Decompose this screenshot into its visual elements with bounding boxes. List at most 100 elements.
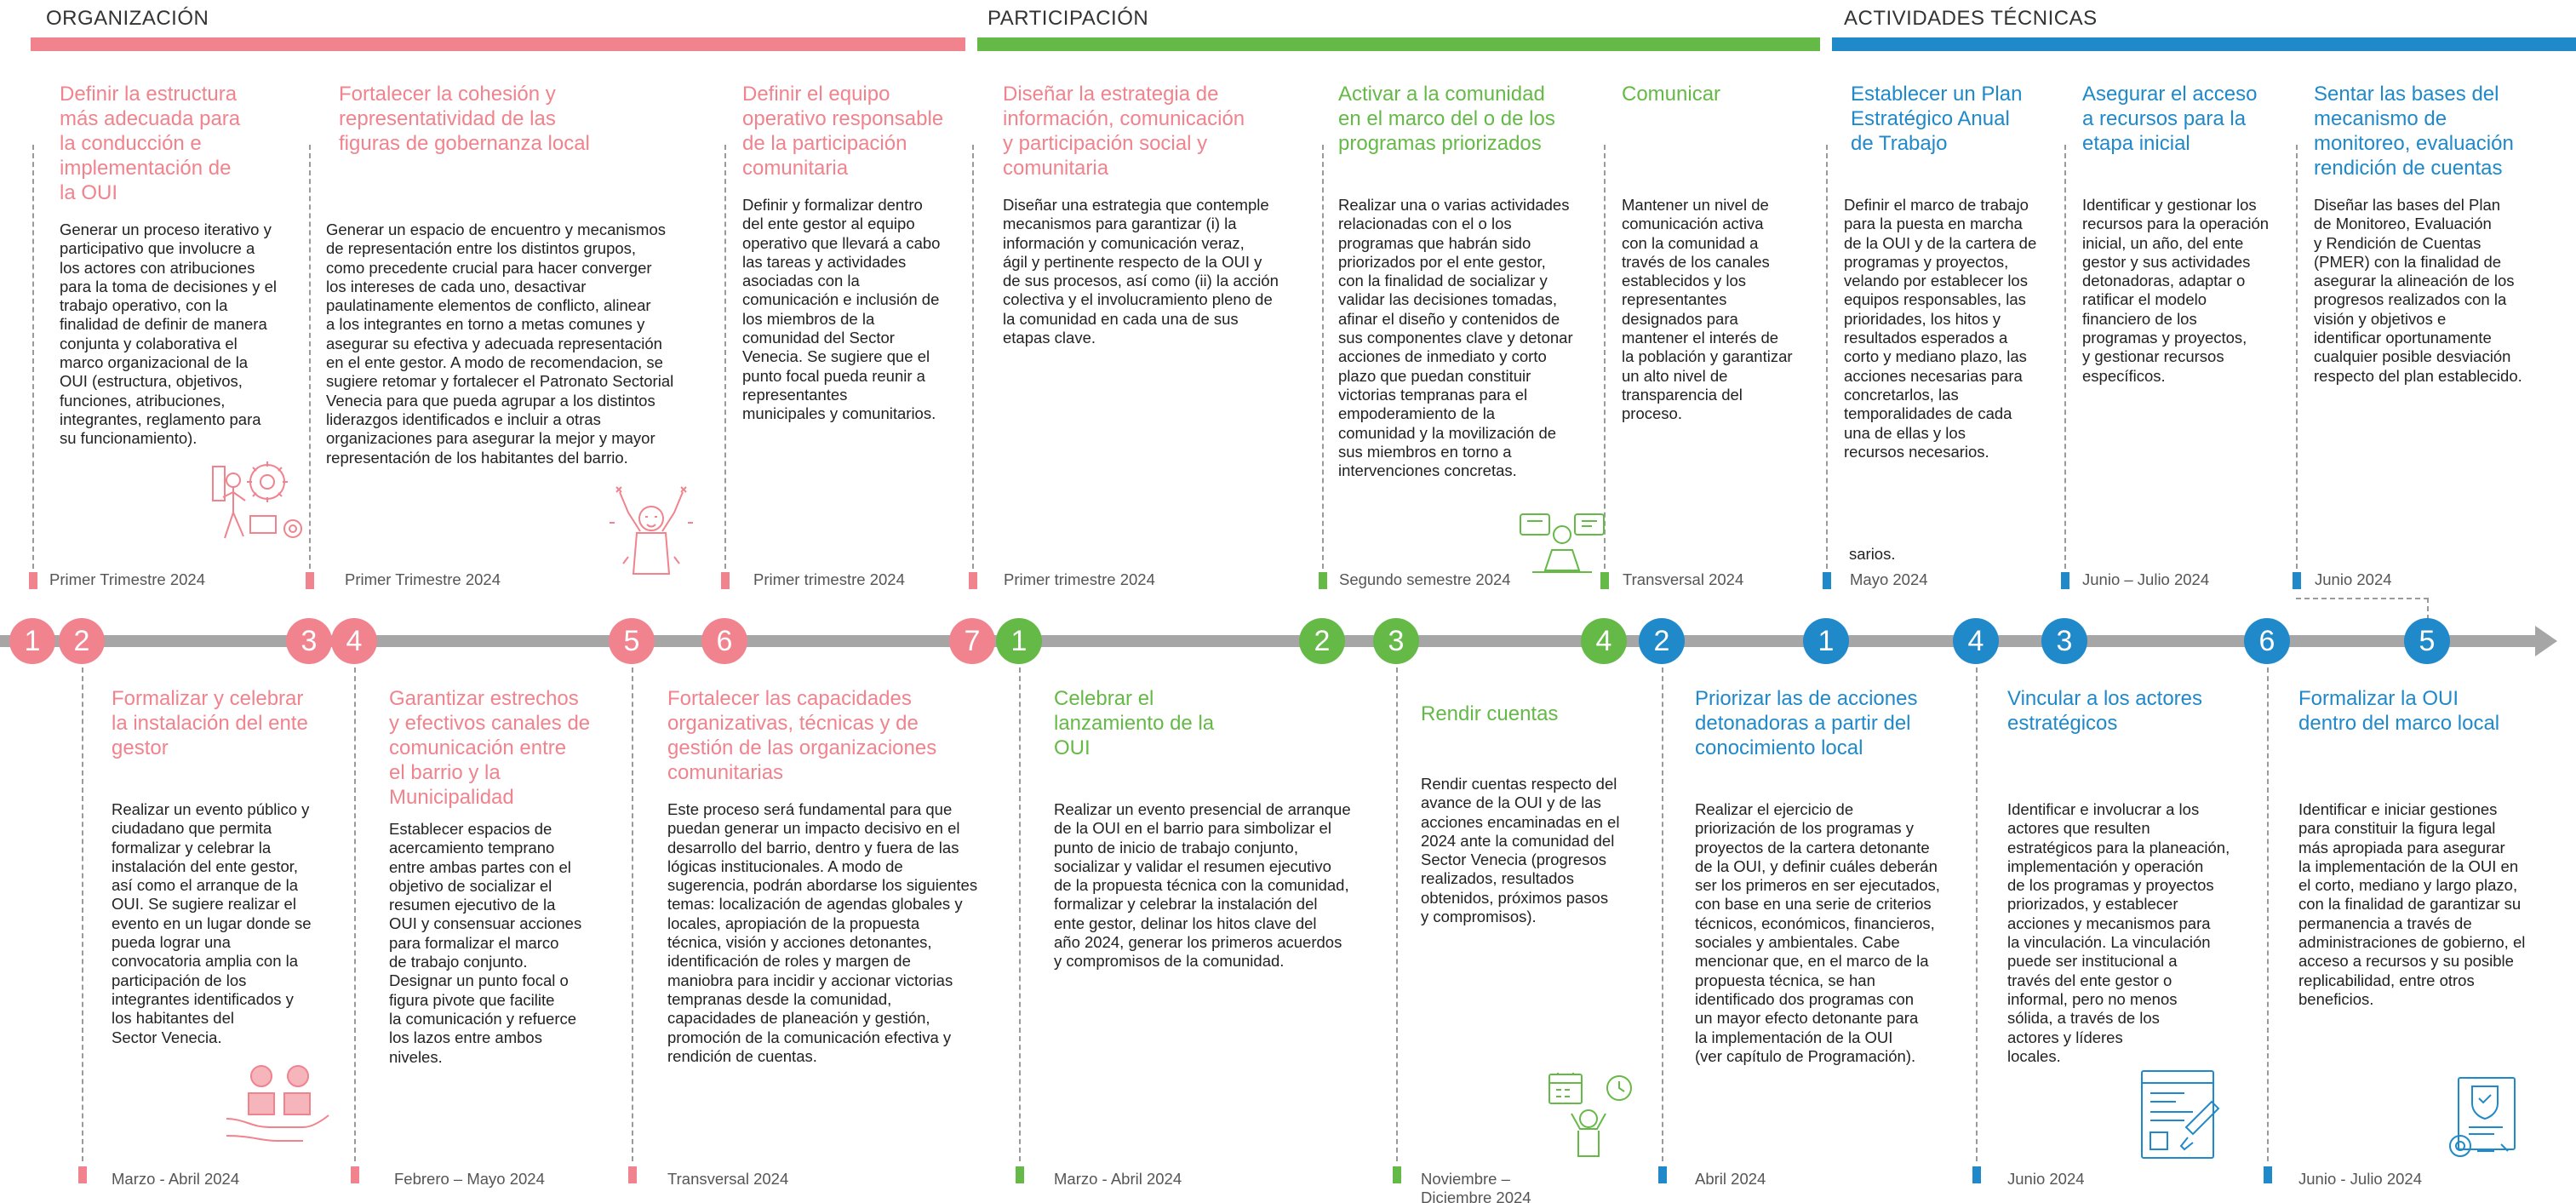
connector-line [1019,667,1021,1161]
certificate-shield-icon [2449,1077,2516,1157]
stage-title: Fortalecer la cohesión y representativid… [339,83,590,155]
timeline-node: 3 [2041,618,2087,664]
date-marker [628,1166,637,1183]
stage-title: Vincular a los actores estratégicos [2007,687,2203,735]
stage-date: Abril 2024 [1695,1170,1766,1188]
connector-line [2296,145,2298,577]
stage-description: Establecer espacios de acercamiento temp… [389,820,582,1066]
laptop-person-icon [1520,513,1605,573]
stage-title: Fortalecer las capacidades organizativas… [667,687,937,784]
connector-line [972,145,974,577]
connector-line [32,145,34,577]
date-marker [306,572,314,589]
stage-block: Priorizar las de acciones detonadoras a … [1695,686,1984,1066]
timeline-node: 5 [609,618,655,664]
stage-block: Rendir cuentas Rendir cuentas respecto d… [1421,702,1668,926]
stray-text: sarios. [1849,545,1896,563]
connector-line [2267,667,2269,1161]
team-gears-icon [212,461,302,539]
date-marker [1016,1166,1024,1183]
date-marker [2061,572,2069,589]
stage-date: Febrero – Mayo 2024 [394,1170,545,1188]
date-marker [969,572,977,589]
timeline-node: 2 [1639,618,1685,664]
stage-title: Sentar las bases del mecanismo de monito… [2314,83,2514,180]
stage-description: Realizar una o varias actividades relaci… [1338,196,1573,480]
celebrating-person-icon [610,486,693,575]
stage-title: Priorizar las de acciones detonadoras a … [1695,687,1918,759]
stage-date: Mayo 2024 [1850,570,1928,588]
stage-block: Vincular a los actores estratégicos Iden… [2007,686,2271,1066]
section-participacion-title: PARTICIPACIÓN [987,7,1149,30]
timeline-node: 4 [1581,618,1627,664]
stage-date: Junio – Julio 2024 [2082,570,2210,588]
date-marker [1658,1166,1667,1183]
section-organizacion-bar [31,37,965,51]
stage-description: Definir el marco de trabajo para la pues… [1844,196,2037,461]
stage-description: Realizar un evento presencial de arranqu… [1054,800,1351,971]
connector-line [1322,145,1324,577]
date-marker [1393,1166,1401,1183]
stage-title: Asegurar el acceso a recursos para la et… [2082,83,2258,155]
connector-elbow [2296,598,2429,599]
stage-description: Identificar e iniciar gestiones para con… [2298,800,2526,1008]
timeline-node: 1 [1803,618,1849,664]
date-marker [1972,1166,1981,1183]
stage-title: Activar a la comunidad en el marco del o… [1338,83,1555,155]
stage-date: Marzo - Abril 2024 [1054,1170,1182,1188]
stage-block: Definir el equipo operativo responsable … [742,82,968,424]
connector-line [82,667,83,1161]
calendar-clock-person-icon [1548,1073,1632,1157]
date-marker [2264,1166,2272,1183]
timeline-node: 3 [286,618,332,664]
stage-block: Sentar las bases del mecanismo de monito… [2314,82,2569,386]
stage-title: Rendir cuentas [1421,702,1559,725]
stage-description: Rendir cuentas respecto del avance de la… [1421,775,1620,926]
stage-block: Establecer un Plan Estratégico Anual de … [1844,82,2065,461]
timeline-node: 6 [701,618,747,664]
stage-description: Generar un proceso iterativo y participa… [60,221,278,448]
timeline-node: 4 [1953,618,1999,664]
stage-block: Activar a la comunidad en el marco del o… [1338,82,1611,480]
date-marker [721,572,730,589]
section-organizacion-title: ORGANIZACIÓN [46,7,209,30]
stage-date: Segundo semestre 2024 [1339,570,1511,588]
stage-description: Realizar un evento público y ciudadano q… [112,800,312,1046]
stage-date: Transversal 2024 [667,1170,789,1188]
stage-description: Identificar e involucrar a los actores q… [2007,800,2230,1065]
stage-title: Formalizar y celebrar la instalación del… [112,687,308,759]
connector-line [2064,145,2066,577]
connector-line [724,145,726,577]
connector-line [354,667,356,1161]
timeline-node: 1 [9,618,55,664]
stage-date: Junio 2024 [2315,570,2392,588]
connector-line [1976,667,1978,1161]
stage-description: Mantener un nivel de comunicación activa… [1622,196,1793,423]
stage-block: Asegurar el acceso a recursos para la et… [2082,82,2304,386]
connector-line [632,667,633,1161]
timeline-node: 3 [1373,618,1419,664]
stage-date: Noviembre – Diciembre 2024 [1421,1170,1531,1203]
stage-description: Generar un espacio de encuentro y mecani… [326,221,674,467]
section-actividades-title: ACTIVIDADES TÉCNICAS [1844,7,2098,30]
timeline-line [0,635,2537,647]
stage-block: Garantizar estrechos y efectivos canales… [389,686,636,1067]
stage-block: Definir la estructura más adecuada para … [60,82,315,449]
document-tools-icon [2141,1070,2220,1159]
stage-description: Este proceso será fundamental para que p… [667,800,978,1065]
stage-title: Definir el equipo operativo responsable … [742,83,944,180]
stage-description: Realizar el ejercicio de priorización de… [1695,800,1940,1065]
stage-date: Primer trimestre 2024 [753,570,905,588]
timeline-node: 4 [331,618,377,664]
stage-description: Definir y formalizar dentro del ente ges… [742,196,941,423]
stage-title: Definir la estructura más adecuada para … [60,83,241,204]
date-marker [1823,572,1831,589]
stage-date: Marzo - Abril 2024 [112,1170,240,1188]
connector-line [1662,667,1663,1161]
stage-title: Garantizar estrechos y efectivos canales… [389,687,591,809]
stage-description: Diseñar las bases del Plan de Monitoreo,… [2314,196,2522,385]
connector-line [1396,667,1398,1161]
stage-description: Identificar y gestionar los recursos par… [2082,196,2270,385]
stage-date: Junio 2024 [2007,1170,2085,1188]
date-marker [1600,572,1609,589]
